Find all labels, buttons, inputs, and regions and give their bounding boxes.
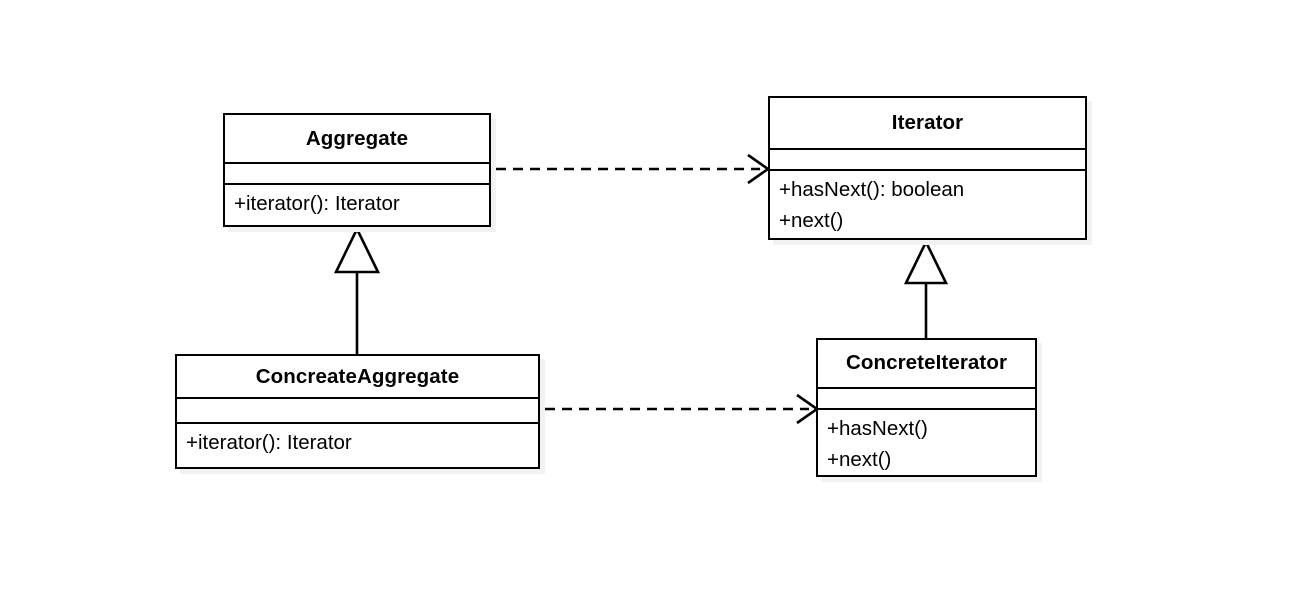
- uml-operation: +hasNext(): boolean: [779, 178, 965, 201]
- dependency-concreate-aggregate-to-concrete-iterator: [545, 393, 820, 425]
- uml-class-concreate-aggregate[interactable]: ConcreateAggregate +iterator(): Iterator: [175, 354, 540, 469]
- uml-class-aggregate[interactable]: Aggregate +iterator(): Iterator: [223, 113, 491, 227]
- open-arrowhead-icon: [747, 153, 771, 185]
- uml-class-name-aggregate: Aggregate: [225, 115, 489, 164]
- dependency-aggregate-to-iterator: [496, 153, 771, 185]
- hollow-triangle-arrowhead-icon: [903, 239, 949, 285]
- uml-operation: +iterator(): Iterator: [186, 431, 352, 454]
- uml-class-name-concrete-iterator: ConcreteIterator: [818, 340, 1035, 389]
- uml-operations-compartment-iterator: +hasNext(): boolean +next(): [770, 171, 1085, 238]
- uml-class-concrete-iterator[interactable]: ConcreteIterator +hasNext() +next(): [816, 338, 1037, 477]
- generalization-concrete-iterator-to-iterator: [903, 239, 949, 338]
- uml-attributes-compartment-iterator: [770, 150, 1085, 171]
- uml-operations-compartment-concreate-aggregate: +iterator(): Iterator: [177, 424, 538, 467]
- uml-operations-compartment-aggregate: +iterator(): Iterator: [225, 185, 489, 225]
- generalization-concreate-aggregate-to-aggregate: [333, 226, 381, 354]
- uml-attributes-compartment-concrete-iterator: [818, 389, 1035, 410]
- uml-class-name-iterator: Iterator: [770, 98, 1085, 150]
- hollow-triangle-arrowhead-icon: [333, 226, 381, 274]
- uml-operation: +iterator(): Iterator: [234, 192, 400, 215]
- uml-attributes-compartment-aggregate: [225, 164, 489, 185]
- uml-operation: +next(): [827, 448, 892, 471]
- uml-operation: +next(): [779, 209, 844, 232]
- uml-class-name-concreate-aggregate: ConcreateAggregate: [177, 356, 538, 399]
- open-arrowhead-icon: [796, 393, 820, 425]
- uml-attributes-compartment-concreate-aggregate: [177, 399, 538, 424]
- uml-operations-compartment-concrete-iterator: +hasNext() +next(): [818, 410, 1035, 475]
- uml-class-iterator[interactable]: Iterator +hasNext(): boolean +next(): [768, 96, 1087, 240]
- uml-operation: +hasNext(): [827, 417, 928, 440]
